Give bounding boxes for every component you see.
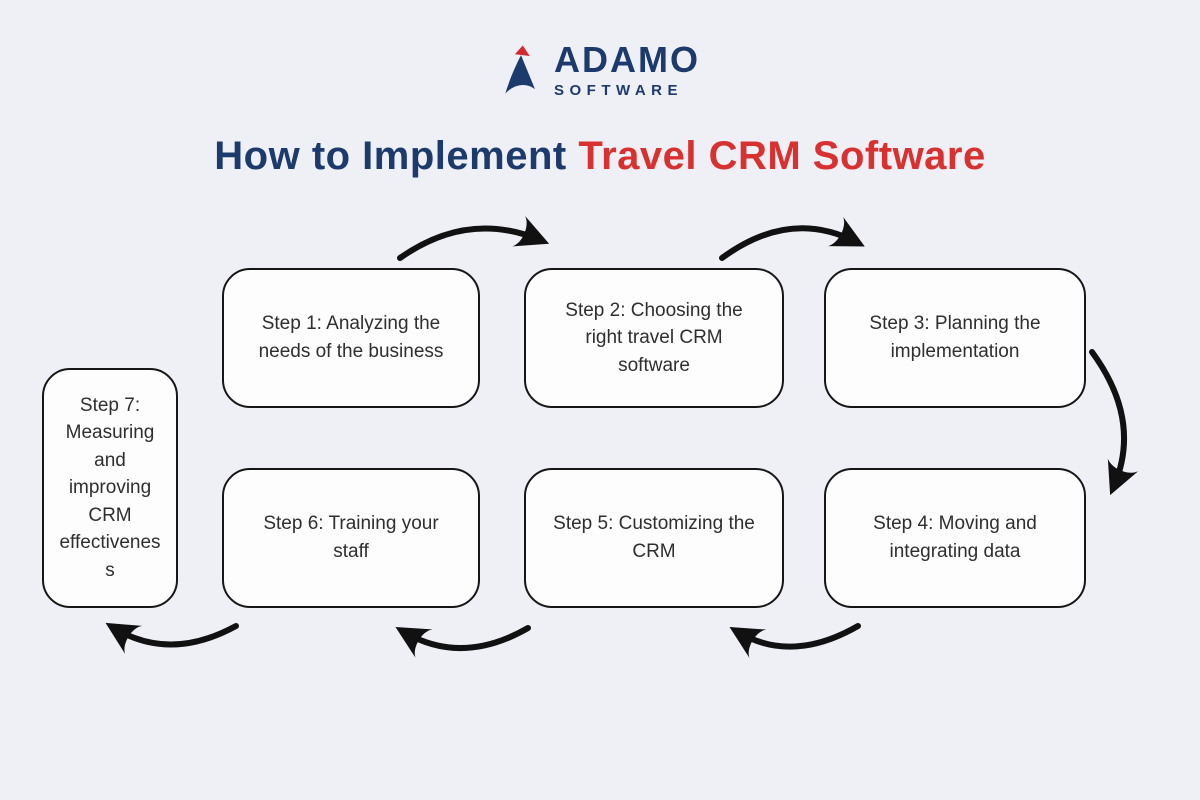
step-box-2: Step 2: Choosing the right travel CRM so… xyxy=(524,268,784,408)
logo-mark-icon xyxy=(505,45,536,94)
page-title: How to Implement Travel CRM Software xyxy=(0,134,1200,179)
title-prefix: How to Implement xyxy=(214,134,579,178)
step-box-5: Step 5: Customizing the CRM xyxy=(524,468,784,608)
step-box-7: Step 7: Measuring and improving CRM effe… xyxy=(42,368,178,608)
arrow-step4-to-step5-icon xyxy=(729,623,861,658)
step-box-4: Step 4: Moving and integrating data xyxy=(824,468,1086,608)
step-label-5: Step 5: Customizing the CRM xyxy=(553,513,755,562)
arrow-step3-to-step4-icon xyxy=(1089,349,1139,496)
arrow-step2-to-step3-icon xyxy=(719,216,865,261)
step-box-1: Step 1: Analyzing the needs of the busin… xyxy=(222,268,480,408)
title-highlight: Travel CRM Software xyxy=(578,134,986,178)
arrow-step6-to-step7-icon xyxy=(105,622,239,655)
step-label-7: Step 7: Measuring and improving CRM effe… xyxy=(59,394,161,581)
arrow-step5-to-step6-icon xyxy=(395,625,531,658)
step-box-3: Step 3: Planning the implementation xyxy=(824,268,1086,408)
step-label-3: Step 3: Planning the implementation xyxy=(869,313,1041,362)
step-label-6: Step 6: Training your staff xyxy=(263,513,439,562)
step-label-2: Step 2: Choosing the right travel CRM so… xyxy=(565,299,743,376)
logo-name: ADAMO xyxy=(554,39,700,80)
logo-subname: SOFTWARE xyxy=(554,82,684,99)
logo-text: ADAMO SOFTWARE xyxy=(554,39,700,99)
arrow-step1-to-step2-icon xyxy=(397,215,550,261)
logo: ADAMO SOFTWARE xyxy=(500,42,700,98)
step-label-4: Step 4: Moving and integrating data xyxy=(873,513,1037,562)
step-label-1: Step 1: Analyzing the needs of the busin… xyxy=(258,313,444,362)
step-box-6: Step 6: Training your staff xyxy=(222,468,480,608)
